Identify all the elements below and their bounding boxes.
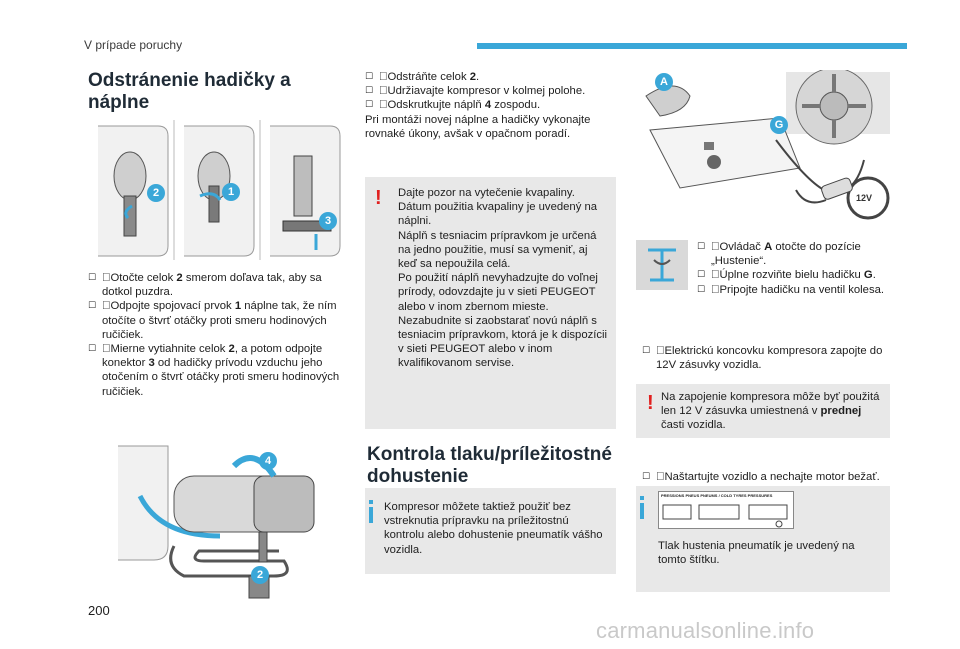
socket-12v-label: 12V xyxy=(856,193,873,203)
step-item: ☐Mierne vytiahnite celok 2, a potom odpo… xyxy=(88,343,340,398)
warning-icon: ! xyxy=(647,392,654,414)
step-item: ☐Ovládač A otočte do pozície „Hustenie“. xyxy=(697,241,861,268)
warning-box-socket: ! Na zapojenie kompresora môže byť použi… xyxy=(636,384,890,438)
step-item: ☐Otočte celok 2 smerom doľava tak, aby s… xyxy=(88,272,322,299)
illustration-compressor-wheel xyxy=(636,67,890,230)
tyre-pressure-label-image: PRESSIONS PNEUS PNEUMS / COLD TYRES PRES… xyxy=(658,491,794,529)
page-number: 200 xyxy=(88,603,110,618)
step-item: ☐Pripojte hadičku na ventil kolesa. xyxy=(697,283,885,296)
info-label-text: Tlak hustenia pneumatík je uvedený na to… xyxy=(658,540,855,567)
badge-A: A xyxy=(655,73,673,91)
badge-2: 2 xyxy=(147,184,165,202)
steps-list-inflate: ☐Ovládač A otočte do pozície „Hustenie“.… xyxy=(697,240,897,297)
info-box-pressure-label: PRESSIONS PNEUS PNEUMS / COLD TYRES PRES… xyxy=(636,486,890,592)
step-item: ☐Odpojte spojovací prvok 1 náplne tak, ž… xyxy=(88,300,337,341)
warning-text: Dajte pozor na vytečenie kvapaliny. Dátu… xyxy=(398,187,608,370)
heading-remove-hose: Odstránenie hadičky a náplne xyxy=(88,70,291,113)
illustration-hose-removal xyxy=(88,116,346,262)
inflate-selector-icon xyxy=(636,240,688,290)
heading-pressure-check: Kontrola tlaku/príležitostné dohustenie xyxy=(367,444,612,487)
badge-2-lower: 2 xyxy=(251,566,269,584)
badge-G: G xyxy=(770,116,788,134)
step-start-engine: ☐Naštartujte vozidlo a nechajte motor be… xyxy=(642,471,880,484)
badge-4: 4 xyxy=(259,452,277,470)
step-plug-in: ☐Elektrickú koncovku kompresora zapojte … xyxy=(642,345,883,372)
badge-3: 3 xyxy=(319,212,337,230)
header-accent-bar xyxy=(477,43,907,49)
info-icon xyxy=(640,496,644,500)
step-item: ☐Odskrutkujte náplň 4 zospodu. xyxy=(365,99,541,112)
badge-1: 1 xyxy=(222,183,240,201)
steps-list-cartridge: ☐Odstráňte celok 2. ☐Udržiavajte kompres… xyxy=(365,70,615,141)
step-item: ☐Odstráňte celok 2. xyxy=(365,71,480,83)
info-icon xyxy=(369,500,373,504)
warning-icon: ! xyxy=(375,187,382,209)
info-text: Kompresor môžete taktiež použiť bez vstr… xyxy=(384,501,603,556)
step-item: ☐Úplne rozviňte bielu hadičku G. xyxy=(697,269,876,282)
steps-list-removal: ☐Otočte celok 2 smerom doľava tak, aby s… xyxy=(88,271,350,399)
reassembly-note: Pri montáži novej náplne a hadičky vykon… xyxy=(365,113,591,140)
warning-box-fluid: ! Dajte pozor na vytečenie kvapaliny. Dá… xyxy=(365,177,616,429)
watermark: carmanualsonline.info xyxy=(596,618,815,643)
section-title: V prípade poruchy xyxy=(84,38,183,52)
illustration-cartridge xyxy=(104,436,334,606)
info-box-compressor: Kompresor môžete taktiež použiť bez vstr… xyxy=(365,488,616,574)
step-item: ☐Udržiavajte kompresor v kolmej polohe. xyxy=(365,85,586,98)
warning-socket-text: Na zapojenie kompresora môže byť použitá… xyxy=(661,391,880,432)
